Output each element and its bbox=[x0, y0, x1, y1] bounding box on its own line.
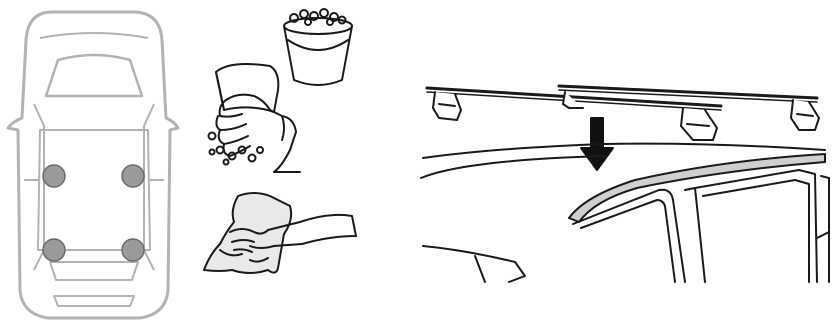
car-roof bbox=[421, 144, 829, 282]
mount-point-rear-right bbox=[122, 239, 144, 261]
car-top-view-panel bbox=[0, 0, 190, 326]
mount-point-front-left bbox=[43, 165, 65, 187]
mount-point-front-right bbox=[122, 165, 144, 187]
bucket-icon bbox=[284, 9, 352, 85]
car-top-view-illustration bbox=[0, 0, 190, 326]
cleaning-steps-panel bbox=[190, 0, 370, 326]
mount-point-rear-left bbox=[43, 239, 65, 261]
car-body-outline bbox=[8, 12, 178, 318]
roof-bar-installation-panel bbox=[405, 0, 836, 326]
cleaning-illustration bbox=[190, 0, 370, 326]
mount-points bbox=[43, 165, 144, 261]
cloth-in-hand-icon bbox=[204, 193, 356, 273]
sponge-in-hand-icon bbox=[209, 64, 301, 172]
roof-bar-installation-illustration bbox=[405, 0, 836, 326]
